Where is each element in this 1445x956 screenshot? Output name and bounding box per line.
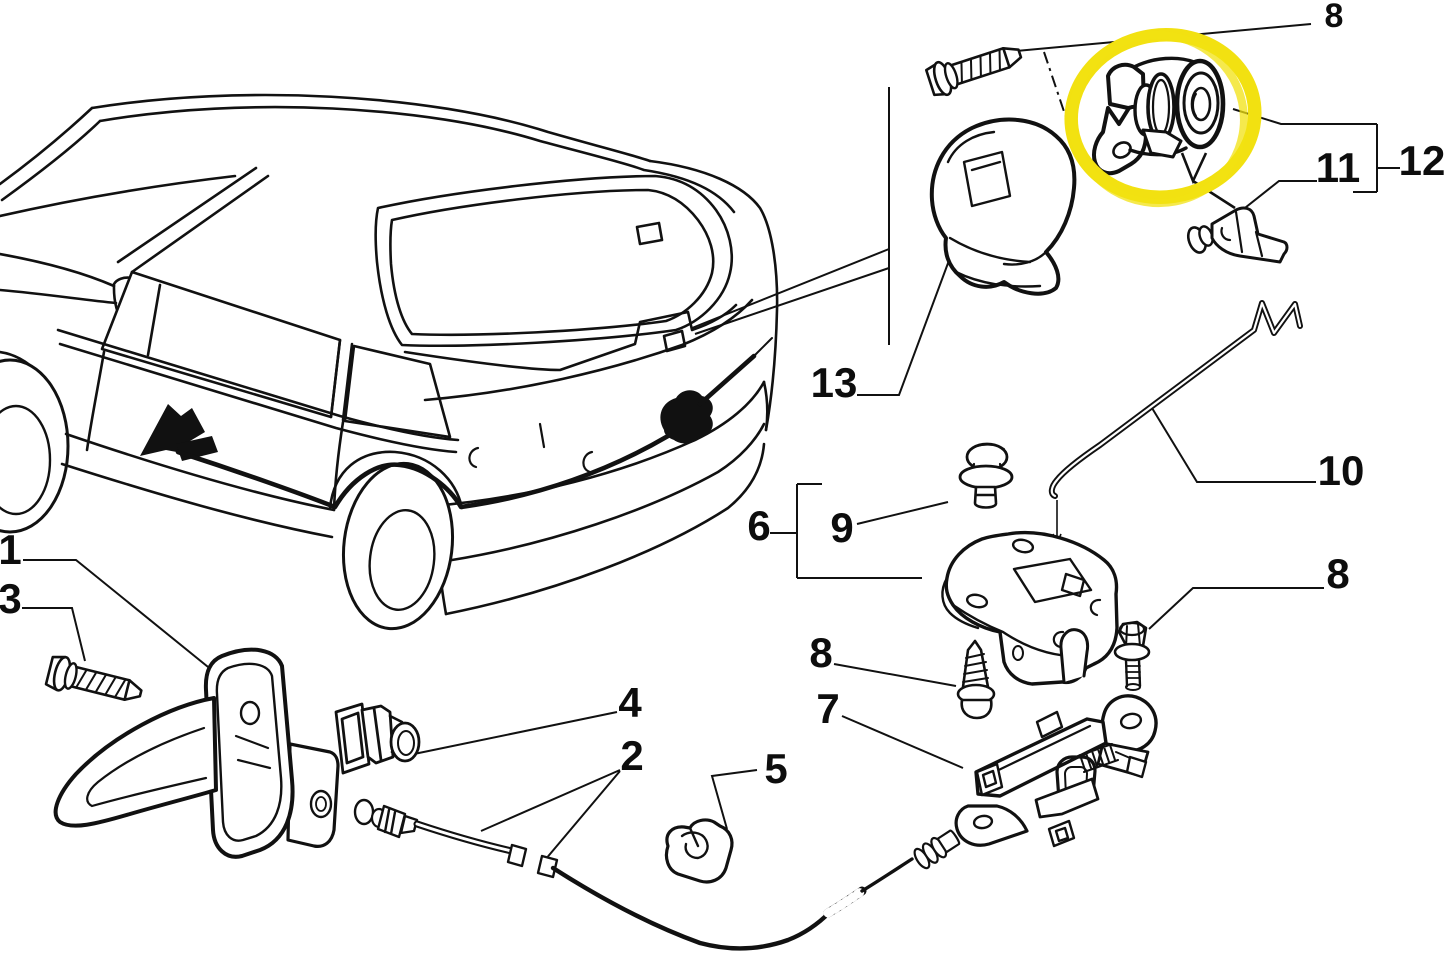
- part-label-8-top: 8: [1325, 0, 1344, 35]
- car-window-vent-line: [146, 283, 162, 357]
- part-13-lock-cover: [929, 117, 1077, 296]
- leader-10: [1151, 407, 1316, 483]
- highlight-ring: [1064, 28, 1262, 208]
- part-1-release-handle: [53, 647, 340, 859]
- car-door-window: [100, 270, 342, 419]
- part-4-bushing: [334, 702, 421, 775]
- part-label-10: 10: [1318, 447, 1365, 494]
- part-8-bolt: [1113, 620, 1151, 691]
- bracket-12: [1232, 108, 1400, 193]
- leader-1: [23, 559, 214, 672]
- part-11-bracket: [1186, 206, 1289, 264]
- car-rear-panel-line: [423, 298, 754, 402]
- part-labels: 1 3 4 2 5 6 9 13 7 8 8 8 10 11 12: [0, 0, 1445, 792]
- car-illustration: [0, 93, 779, 631]
- bracket-6: [770, 483, 922, 579]
- car-bumper-edges: [430, 380, 769, 616]
- car-door-rear-edge: [332, 420, 345, 512]
- part-5-clip: [664, 818, 734, 884]
- part-label-9: 9: [830, 504, 853, 551]
- car-interior-detail: [635, 221, 664, 246]
- car-drip-rail: [98, 105, 736, 214]
- exploded-parts: [44, 46, 1303, 951]
- car-rear-arch: [328, 450, 464, 510]
- part-8-screw-top: [924, 46, 1023, 97]
- car-roof-line: [90, 93, 652, 163]
- car-hatch-window-inner: [389, 188, 715, 337]
- detail-reference-lines: [691, 87, 890, 345]
- part-label-8-right: 8: [1326, 550, 1349, 597]
- car-hood-line: [0, 288, 118, 305]
- part-label-11: 11: [1316, 144, 1360, 191]
- car-fender-line: [0, 252, 116, 288]
- part-3-screw: [44, 655, 143, 701]
- leader-3: [22, 607, 86, 662]
- car-beltline-lower: [58, 342, 458, 454]
- car-rear-wheel-inner: [368, 509, 436, 611]
- part-8-tapping-screw: [956, 639, 996, 720]
- leader-2: [480, 769, 621, 861]
- car-door-front-edge: [85, 350, 106, 452]
- cable-route-up: [697, 353, 757, 407]
- car-quarter-window: [343, 344, 452, 439]
- car-beltline-upper: [56, 328, 460, 442]
- part-label-13: 13: [811, 359, 858, 406]
- part-label-7: 7: [816, 685, 839, 732]
- car-front-wheel-inner: [0, 404, 52, 516]
- part-10-rod: [1048, 300, 1303, 499]
- part-label-2: 2: [620, 732, 643, 779]
- part-label-1: 1: [0, 526, 22, 573]
- leader-9: [856, 501, 949, 525]
- cable-route-line: [175, 433, 671, 510]
- car-cowl-line: [0, 174, 237, 218]
- leader-8-right: [1148, 587, 1324, 630]
- car-right-silhouette: [648, 159, 779, 432]
- latch-spring: [1077, 743, 1131, 773]
- leader-5: [710, 769, 758, 830]
- leader-4: [413, 711, 618, 755]
- car-rear-wheel: [341, 461, 455, 631]
- car-b-pillar: [329, 338, 354, 422]
- part-label-3: 3: [0, 575, 22, 622]
- car-panel-marks: [468, 422, 594, 474]
- part-label-6: 6: [747, 502, 770, 549]
- part-12-lock-cylinder: [1092, 56, 1226, 176]
- car-rocker-upper: [64, 432, 336, 512]
- car-rocker-lower: [60, 462, 334, 539]
- cable-end-ferrule: [913, 829, 961, 870]
- leader-7: [841, 715, 964, 769]
- leader-8-mid: [833, 663, 957, 687]
- part-6-latch-assembly: [941, 530, 1119, 686]
- car-bumper-top: [430, 380, 766, 508]
- leader-11: [1230, 180, 1317, 220]
- part-label-5: 5: [764, 745, 787, 792]
- car-a-pillar: [116, 166, 270, 274]
- part-label-4: 4: [618, 679, 642, 726]
- car-windshield-edge2: [0, 119, 102, 202]
- part-label-8-mid: 8: [809, 629, 832, 676]
- leader-13: [857, 246, 955, 396]
- car-front-wheel: [0, 358, 70, 534]
- highlight-ellipse-inner: [1068, 30, 1248, 208]
- part-label-12: 12: [1399, 137, 1445, 184]
- part-7-latch: [954, 694, 1158, 848]
- part-2-cable: [353, 798, 961, 951]
- car-bumper-crease: [450, 422, 766, 562]
- cable-route-tip: [753, 337, 773, 357]
- car-bumper-bottom: [444, 442, 766, 616]
- car-windshield-edge: [0, 106, 94, 186]
- part-9-grommet: [958, 442, 1014, 509]
- car-hatch-window-outer: [374, 174, 734, 347]
